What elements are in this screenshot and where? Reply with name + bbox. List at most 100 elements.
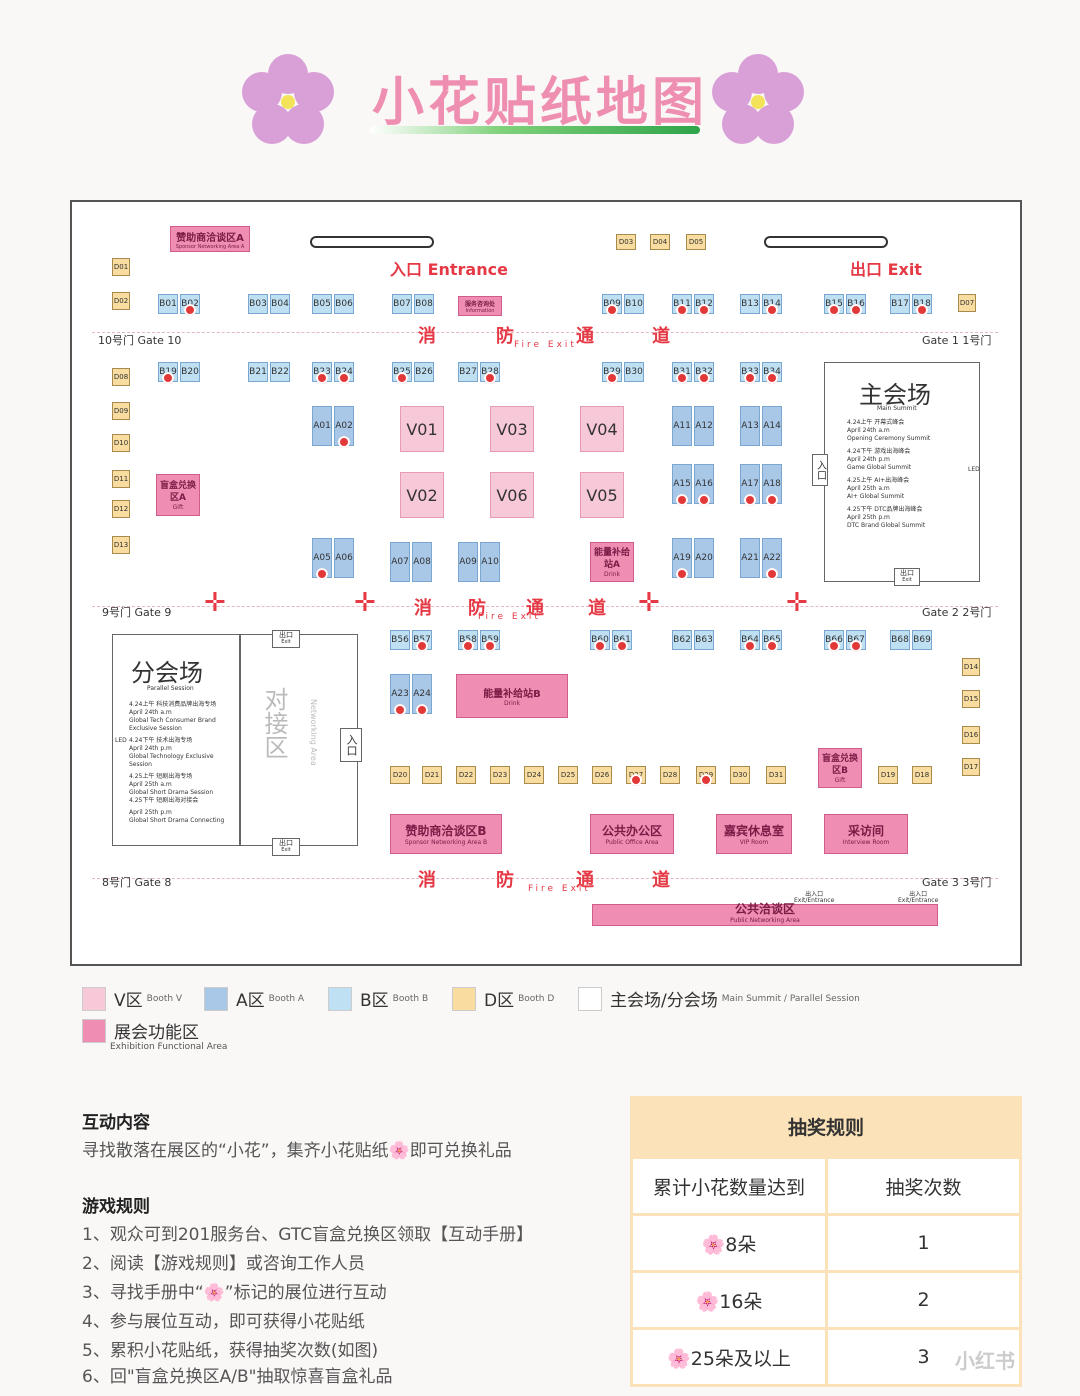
booth-d05[interactable]: D05 xyxy=(686,234,706,250)
vip-room[interactable]: 嘉宾休息室 VIP Room xyxy=(716,814,792,854)
booth-b08[interactable]: B08 xyxy=(414,294,434,314)
par-exit-top-label: 出口 xyxy=(279,631,293,639)
booth-b68[interactable]: B68 xyxy=(890,630,910,650)
flower-sticker-icon xyxy=(606,372,618,384)
booth-d18[interactable]: D18 xyxy=(912,766,932,784)
booth-d26[interactable]: D26 xyxy=(592,766,612,784)
public-networking-area[interactable]: 公共洽谈区 Public Networking Area xyxy=(592,903,938,926)
booth-b63[interactable]: B63 xyxy=(694,630,714,650)
schedule-line: Global Technology Exclusive xyxy=(129,753,214,760)
booth-b17[interactable]: B17 xyxy=(890,294,910,314)
booth-a21[interactable]: A21 xyxy=(740,538,760,578)
booth-d22[interactable]: D22 xyxy=(456,766,476,784)
booth-b07[interactable]: B07 xyxy=(392,294,412,314)
v05-label: V05 xyxy=(586,485,618,505)
booth-d31[interactable]: D31 xyxy=(766,766,786,784)
booth-d01[interactable]: D01 xyxy=(112,258,130,276)
flower-sticker-icon xyxy=(594,640,606,652)
booth-a14[interactable]: A14 xyxy=(762,406,782,446)
booth-d16[interactable]: D16 xyxy=(962,726,980,744)
legend-d-en: Booth D xyxy=(518,993,555,1004)
public-office-area[interactable]: 公共办公区 Public Office Area xyxy=(590,814,674,854)
booth-d23[interactable]: D23 xyxy=(490,766,510,784)
booth-b05[interactable]: B05 xyxy=(312,294,332,314)
booth-a20[interactable]: A20 xyxy=(694,538,714,578)
booth-d14[interactable]: D14 xyxy=(962,658,980,676)
blindbox-area-b[interactable]: 盲盒兑换区B Gift xyxy=(818,748,862,788)
flower-sticker-icon xyxy=(162,372,174,384)
booth-b20[interactable]: B20 xyxy=(180,362,200,382)
fire-lane-2-char-4: 道 xyxy=(588,598,606,619)
booth-d13[interactable]: D13 xyxy=(112,536,130,554)
booth-b01[interactable]: B01 xyxy=(158,294,178,314)
booth-d15[interactable]: D15 xyxy=(962,690,980,708)
booth-b22[interactable]: B22 xyxy=(270,362,290,382)
booth-b27[interactable]: B27 xyxy=(458,362,478,382)
booth-a06[interactable]: A06 xyxy=(334,538,354,578)
booth-v04[interactable]: V04 xyxy=(580,406,624,452)
sponsor-area-a[interactable]: 赞助商洽谈区A Sponsor Networking Area A xyxy=(170,226,250,252)
booth-b13[interactable]: B13 xyxy=(740,294,760,314)
booth-v03[interactable]: V03 xyxy=(490,406,534,452)
booth-d02[interactable]: D02 xyxy=(112,292,130,310)
booth-a12[interactable]: A12 xyxy=(694,406,714,446)
booth-b26[interactable]: B26 xyxy=(414,362,434,382)
booth-v01[interactable]: V01 xyxy=(400,406,444,452)
booth-d21[interactable]: D21 xyxy=(422,766,442,784)
booth-b10[interactable]: B10 xyxy=(624,294,644,314)
booth-a07[interactable]: A07 xyxy=(390,542,410,582)
booth-a13[interactable]: A13 xyxy=(740,406,760,446)
booth-d19[interactable]: D19 xyxy=(878,766,898,784)
booth-b56[interactable]: B56 xyxy=(390,630,410,650)
rules-heading: 游戏规则 xyxy=(82,1197,150,1217)
booth-b06[interactable]: B06 xyxy=(334,294,354,314)
booth-d30[interactable]: D30 xyxy=(730,766,750,784)
booth-a11[interactable]: A11 xyxy=(672,406,692,446)
booth-d17[interactable]: D17 xyxy=(962,758,980,776)
booth-d10[interactable]: D10 xyxy=(112,434,130,452)
booth-d04[interactable]: D04 xyxy=(650,234,670,250)
booth-a09[interactable]: A09 xyxy=(458,542,478,582)
info-desk[interactable]: 服务咨询处 Information xyxy=(458,296,502,316)
booth-v06[interactable]: V06 xyxy=(490,472,534,518)
booth-d11[interactable]: D11 xyxy=(112,470,130,488)
booth-d25[interactable]: D25 xyxy=(558,766,578,784)
booth-v02[interactable]: V02 xyxy=(400,472,444,518)
networking-entry[interactable]: 入口 xyxy=(340,728,362,762)
booth-d03[interactable]: D03 xyxy=(616,234,636,250)
booth-d28[interactable]: D28 xyxy=(660,766,680,784)
booth-a24[interactable]: A24 xyxy=(412,674,432,714)
booth-b21[interactable]: B21 xyxy=(248,362,268,382)
sponsor-area-b[interactable]: 赞助商洽谈区B Sponsor Networking Area B xyxy=(390,814,502,854)
energy-station-a[interactable]: 能量补给站A Drink xyxy=(590,542,634,582)
booth-d07[interactable]: D07 xyxy=(958,294,976,312)
booth-a08[interactable]: A08 xyxy=(412,542,432,582)
booth-v05[interactable]: V05 xyxy=(580,472,624,518)
energy-a-drink: Drink xyxy=(603,570,621,578)
booth-d08[interactable]: D08 xyxy=(112,368,130,386)
booth-d20[interactable]: D20 xyxy=(390,766,410,784)
main-summit-entry[interactable]: 入口 xyxy=(812,454,828,486)
booth-a10[interactable]: A10 xyxy=(480,542,500,582)
booth-d09[interactable]: D09 xyxy=(112,402,130,420)
booth-d12[interactable]: D12 xyxy=(112,500,130,518)
booth-d24[interactable]: D24 xyxy=(524,766,544,784)
interview-room[interactable]: 采访间 Interview Room xyxy=(824,814,908,854)
booth-a01[interactable]: A01 xyxy=(312,406,332,446)
networking-area[interactable]: 对接区 Networking Area xyxy=(240,634,358,846)
blindbox-area-a[interactable]: 盲盒兑换区A Gift xyxy=(156,474,200,516)
booth-b62[interactable]: B62 xyxy=(672,630,692,650)
booth-b04[interactable]: B04 xyxy=(270,294,290,314)
v03-label: V03 xyxy=(496,419,528,439)
energy-station-b[interactable]: 能量补给站B Drink xyxy=(456,674,568,718)
booth-b03[interactable]: B03 xyxy=(248,294,268,314)
flower-sticker-icon xyxy=(766,568,778,580)
booth-b30[interactable]: B30 xyxy=(624,362,644,382)
booth-b69[interactable]: B69 xyxy=(912,630,932,650)
